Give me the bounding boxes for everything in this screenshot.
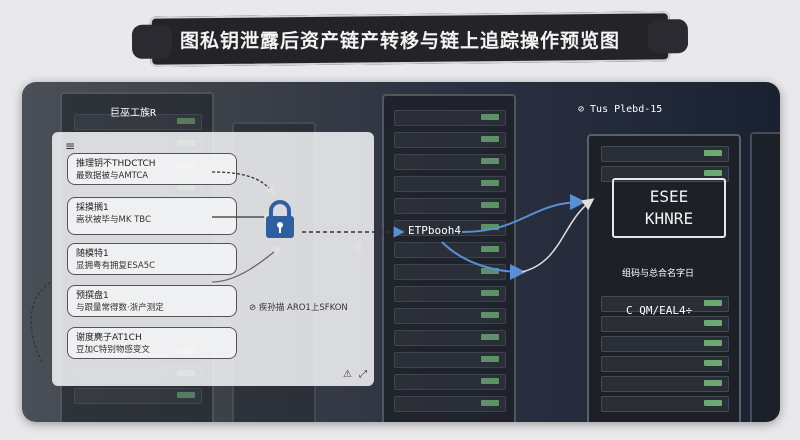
top-left-label: 巨巫工族R (110, 108, 157, 119)
screen-text-1: ESEE (649, 187, 689, 206)
arrow-curve-left (30, 281, 53, 363)
step-card-2-line1: 採摸搁1 (76, 203, 109, 213)
step-card-3-line1: 随模特1 (76, 249, 109, 259)
arrow-card4-lock (211, 245, 282, 283)
caption-2: C QM/EAL4÷ (626, 304, 693, 317)
flow-arrows (30, 171, 595, 363)
step-card-3-line2: 显拥粤有拥复ESA5C (76, 261, 156, 271)
top-right-label: ⊘ Tus Plebd-15 (578, 104, 663, 115)
process-panel: ≡ 推理钥不THDCTCH 最数据被与AMTCA 採摸搁1 嵩状被毕与MK TB… (52, 132, 374, 386)
screen-display: ESEE KHNRE (612, 178, 726, 238)
menu-icon[interactable]: ≡ (65, 139, 76, 153)
expand-icon[interactable]: ⤢ (359, 369, 367, 380)
caption-1: 组码与总合名字日 (622, 269, 695, 279)
step-card-1-line2: 最数据被与AMTCA (76, 171, 149, 181)
step-card-4-line2: 与跟量常得数·浙产测定 (76, 303, 164, 313)
arrow-etp-screen (461, 194, 586, 233)
step-card-5-line1: 谢度麂子AT1CH (76, 333, 142, 343)
screen-text-2: KHNRE (644, 209, 694, 228)
step-card-5[interactable]: 谢度麂子AT1CH 豆加C特别物感变文 (67, 327, 237, 359)
arrow-curve-right (521, 198, 595, 273)
step-card-3[interactable]: 随模特1 显拥粤有拥复ESA5C (67, 243, 237, 275)
page-title: 图私钥泄露后资产链产转移与链上追踪操作预览图 (179, 30, 620, 52)
step-card-2-line2: 嵩状被毕与MK TBC (76, 215, 151, 225)
step-card-4[interactable]: 预撰盘1 与跟量常得数·浙产测定 (67, 285, 237, 317)
arrow-etp-down (441, 241, 526, 280)
step-card-1-line1: 推理钥不THDCTCH (76, 159, 156, 169)
step-card-5-line2: 豆加C特别物感变文 (76, 345, 150, 355)
server-rack-center (382, 94, 516, 422)
server-rack-edge (750, 132, 780, 422)
step-card-1[interactable]: 推理钥不THDCTCH 最数据被与AMTCA (67, 153, 237, 185)
arrow-card1-lock (211, 171, 276, 197)
lock-icon (266, 200, 294, 238)
step-card-2[interactable]: 採摸搁1 嵩状被毕与MK TBC (67, 197, 237, 235)
server-room-scene: 巨巫工族R ⊘ Tus Plebd-15 ≡ 推理钥不THDCTCH 最数据被与… (22, 82, 780, 422)
etp-label: ETPbooh4 (408, 224, 461, 237)
status-text: ⊘ 疾孙描 ARO1上SFKON (249, 303, 348, 313)
alert-icon[interactable]: ⚠ (343, 369, 352, 380)
step-card-4-line1: 预撰盘1 (76, 291, 109, 301)
